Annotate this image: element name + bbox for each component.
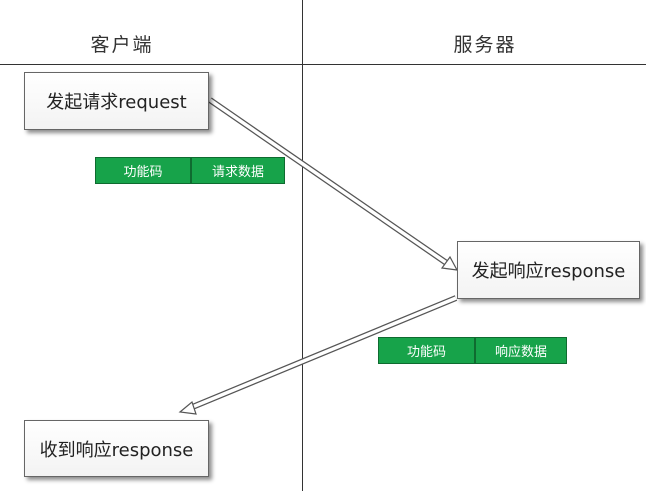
response-function-code: 功能码 xyxy=(378,337,475,364)
response-packet: 功能码 响应数据 xyxy=(378,337,567,364)
response-data-field: 响应数据 xyxy=(475,337,567,364)
client-receive-box: 收到响应response xyxy=(24,420,209,477)
server-response-box: 发起响应response xyxy=(457,241,640,299)
request-packet: 功能码 请求数据 xyxy=(95,157,285,184)
request-function-code: 功能码 xyxy=(95,157,191,184)
lane-divider-vertical xyxy=(302,0,303,491)
request-arrow xyxy=(208,97,459,271)
client-request-box: 发起请求request xyxy=(24,72,209,130)
client-lane-header: 客户端 xyxy=(90,34,154,56)
response-arrow xyxy=(178,295,458,415)
request-data-field: 请求数据 xyxy=(191,157,285,184)
server-lane-header: 服务器 xyxy=(453,34,517,56)
header-divider xyxy=(0,64,646,65)
